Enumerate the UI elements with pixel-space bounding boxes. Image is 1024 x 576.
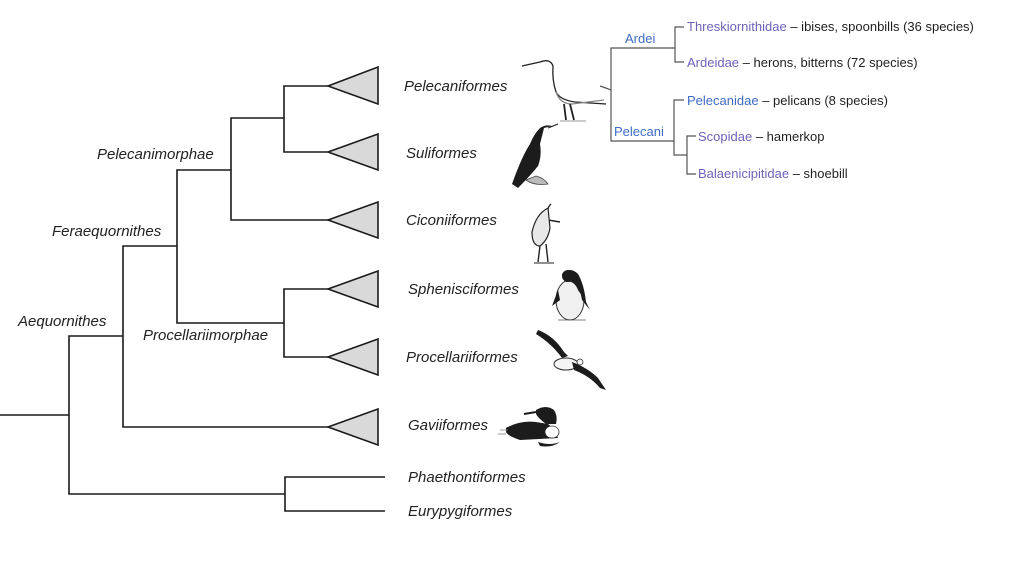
- ciconiiformes-triangle: [325, 200, 379, 240]
- penguin-illustration: [552, 270, 590, 321]
- stork-illustration: [531, 203, 561, 264]
- order-label-sphenisciformes: Sphenisciformes: [408, 281, 519, 298]
- family-description: – hamerkop: [755, 129, 825, 144]
- family-scopidae: Scopidae – hamerkop: [698, 130, 825, 143]
- order-label-eurypygiformes: Eurypygiformes: [408, 503, 513, 520]
- family-description: – herons, bitterns (72 species): [742, 55, 918, 70]
- albatross-illustration: [536, 330, 606, 390]
- suborder-label-pelecani: Pelecani: [614, 124, 664, 139]
- family-description: – pelicans (8 species): [762, 93, 888, 108]
- pelecani-node: [673, 99, 687, 156]
- feraequornithes-node: [122, 245, 328, 428]
- aequornithes-node: [68, 335, 285, 495]
- suliformes-triangle: [325, 132, 379, 172]
- egret-illustration: [521, 60, 607, 122]
- suborder-label-ardei: Ardei: [625, 31, 656, 46]
- family-name: Balaenicipitidae: [698, 166, 790, 181]
- family-balaenicipitidae: Balaenicipitidae – shoebill: [698, 167, 848, 180]
- pelecaniformes-connector: [599, 85, 612, 91]
- gaviiformes-triangle: [325, 407, 379, 447]
- pelecaniformes-detail-root: [610, 47, 675, 142]
- pelecaniformes-suliformes-node: [283, 85, 328, 153]
- pelecanimorphae-node: [176, 169, 284, 324]
- procellariiformes-triangle: [325, 337, 379, 377]
- pelecanimorphae-split: [230, 117, 328, 221]
- scopidae-balaenicipitidae-node: [686, 135, 696, 175]
- family-name: Ardeidae: [687, 55, 740, 70]
- family-threskiornithidae: Threskiornithidae – ibises, spoonbills (…: [687, 20, 974, 33]
- family-name: Threskiornithidae: [687, 19, 787, 34]
- sphenisciformes-triangle: [325, 269, 379, 309]
- pelecanimorphae-label: Pelecanimorphae: [97, 146, 214, 163]
- phaethontiformes-eurypygiformes-node: [284, 476, 385, 512]
- family-name: Pelecanidae: [687, 93, 759, 108]
- procellariimorphae-split: [283, 288, 328, 358]
- order-label-phaethontiformes: Phaethontiformes: [408, 469, 526, 486]
- pelecaniformes-triangle: [325, 65, 379, 106]
- ardei-node: [674, 26, 684, 63]
- cormorant-illustration: [512, 123, 559, 188]
- order-label-suliformes: Suliformes: [406, 145, 477, 162]
- order-label-ciconiiformes: Ciconiiformes: [406, 212, 497, 229]
- feraequornithes-label: Feraequornithes: [52, 223, 162, 240]
- family-description: – shoebill: [792, 166, 848, 181]
- order-label-procellariiformes: Procellariiformes: [406, 349, 518, 366]
- family-name: Scopidae: [698, 129, 753, 144]
- order-label-pelecaniformes: Pelecaniformes: [404, 78, 508, 95]
- family-ardeidae: Ardeidae – herons, bitterns (72 species): [687, 56, 918, 69]
- loon-illustration: [498, 407, 560, 447]
- order-label-gaviiformes: Gaviiformes: [408, 417, 489, 434]
- family-description: – ibises, spoonbills (36 species): [790, 19, 974, 34]
- aequornithes-label: Aequornithes: [18, 313, 107, 330]
- procellariimorphae-label: Procellariimorphae: [143, 327, 269, 344]
- family-pelecanidae: Pelecanidae – pelicans (8 species): [687, 94, 888, 107]
